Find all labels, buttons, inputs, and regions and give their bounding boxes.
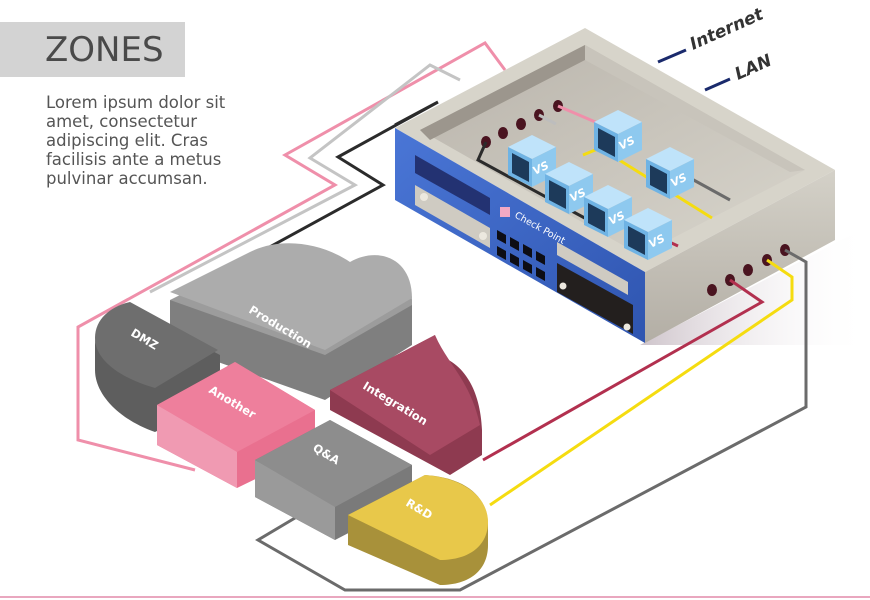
cable-crimson <box>482 278 765 462</box>
internet-uplink-line <box>657 48 687 64</box>
firewall-brick-icon <box>512 153 529 182</box>
firewall-brick-icon <box>549 180 566 209</box>
vs-cube: VS <box>646 147 694 199</box>
inner-cable-gray <box>538 113 557 126</box>
firewall-brick-icon <box>588 203 605 232</box>
cable-yellow <box>489 258 794 507</box>
io-panel <box>557 263 633 334</box>
chassis-shadow <box>640 225 870 345</box>
display-panel <box>415 155 490 215</box>
firewall-brick-icon <box>598 128 615 157</box>
vs-cube: VS <box>624 208 672 260</box>
vs-cube: VS <box>594 110 642 162</box>
zone-rnd: R&D <box>348 475 488 585</box>
firewall-brick-icon <box>650 165 667 194</box>
description-text: Lorem ipsum dolor sit amet, consectetur … <box>46 93 226 188</box>
title-banner <box>0 22 185 77</box>
internet-label: Internet <box>687 4 767 54</box>
zone-integration: Integration <box>330 335 482 475</box>
cable-darkgray <box>255 248 808 592</box>
inner-cable-pink <box>557 104 601 126</box>
lan-uplink-line <box>704 77 731 92</box>
inner-cable-darkgray <box>689 176 731 202</box>
page-title: ZONES <box>45 30 164 70</box>
port-grid <box>497 230 545 281</box>
zone-production: Production <box>170 243 412 400</box>
cable-pink <box>76 41 507 472</box>
vs-cube: VS <box>584 185 632 237</box>
lan-label: LAN <box>732 51 775 85</box>
bottom-divider <box>0 596 870 598</box>
firewall-brick-icon <box>628 226 645 255</box>
brand-square <box>500 207 510 217</box>
cable-gray <box>149 63 461 294</box>
